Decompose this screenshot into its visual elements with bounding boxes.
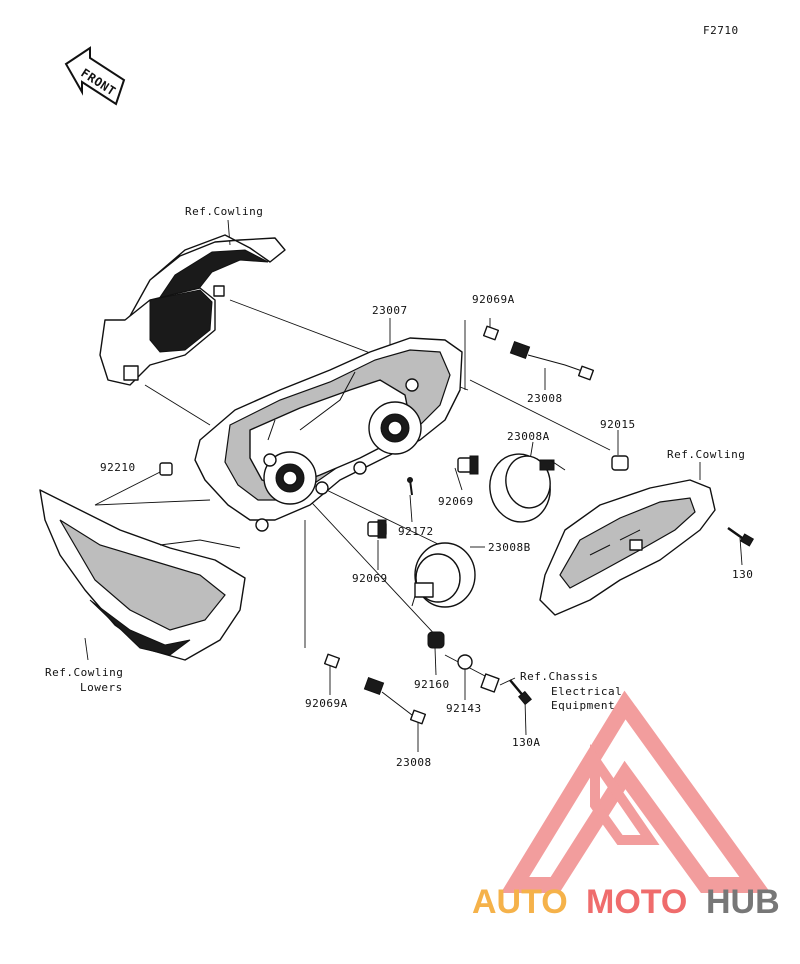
label-92069A-top: 92069A bbox=[472, 293, 515, 306]
watermark-hub: HUB bbox=[706, 883, 780, 921]
bulb-92069-low bbox=[367, 519, 387, 539]
label-ref-cowling-right: Ref.Cowling bbox=[667, 448, 745, 461]
label-92172: 92172 bbox=[398, 525, 434, 538]
chassis-clip bbox=[480, 673, 500, 693]
upper-cowling bbox=[99, 234, 286, 386]
label-92069-low: 92069 bbox=[352, 572, 388, 585]
cover-23008A bbox=[489, 453, 566, 523]
watermark-logo bbox=[500, 690, 771, 893]
bulb-92069A-top bbox=[482, 325, 500, 341]
label-ref-cowling-lowers-1: Ref.Cowling bbox=[45, 666, 123, 679]
bulb-92069A-low bbox=[323, 653, 341, 669]
right-bracket bbox=[539, 479, 716, 616]
bushing-92015 bbox=[611, 455, 629, 471]
label-ref-cowling-lowers-2: Lowers bbox=[80, 681, 123, 694]
label-130A: 130A bbox=[512, 736, 541, 749]
label-92210: 92210 bbox=[100, 461, 136, 474]
grommet-92160 bbox=[427, 631, 445, 649]
label-23008-top: 23008 bbox=[527, 392, 563, 405]
label-130: 130 bbox=[732, 568, 753, 581]
front-arrow-icon: FRONT bbox=[64, 46, 126, 106]
label-23008-low: 23008 bbox=[396, 756, 432, 769]
label-23007: 23007 bbox=[372, 304, 408, 317]
label-23008A: 23008A bbox=[507, 430, 550, 443]
label-ref-cowling-top: Ref.Cowling bbox=[185, 205, 263, 218]
label-ref-chassis-3: Equipment bbox=[551, 699, 615, 712]
label-ref-chassis-1: Ref.Chassis bbox=[520, 670, 598, 683]
label-ref-chassis-2: Electrical bbox=[551, 685, 622, 698]
headlight-assembly bbox=[194, 337, 463, 532]
watermark-auto: AUTO bbox=[472, 883, 568, 921]
watermark-text: AUTO MOTO HUB bbox=[472, 883, 780, 921]
nut-92210 bbox=[159, 462, 173, 476]
bulb-92069-mid bbox=[457, 455, 479, 475]
label-23008B: 23008B bbox=[488, 541, 531, 554]
screw-92172 bbox=[407, 477, 413, 496]
cover-23008B bbox=[411, 542, 476, 608]
socket-23008-low bbox=[363, 676, 427, 725]
collar-92143 bbox=[457, 654, 473, 670]
label-92069-mid: 92069 bbox=[438, 495, 474, 508]
bolt-130 bbox=[727, 526, 755, 547]
label-92015: 92015 bbox=[600, 418, 636, 431]
watermark-moto: MOTO bbox=[586, 883, 687, 921]
socket-23008-top bbox=[509, 340, 595, 381]
label-92160: 92160 bbox=[414, 678, 450, 691]
figure-code: F2710 bbox=[703, 24, 739, 37]
bolt-130A bbox=[509, 679, 532, 706]
lower-cowling bbox=[39, 489, 246, 661]
label-92069A-low: 92069A bbox=[305, 697, 348, 710]
label-92143: 92143 bbox=[446, 702, 482, 715]
